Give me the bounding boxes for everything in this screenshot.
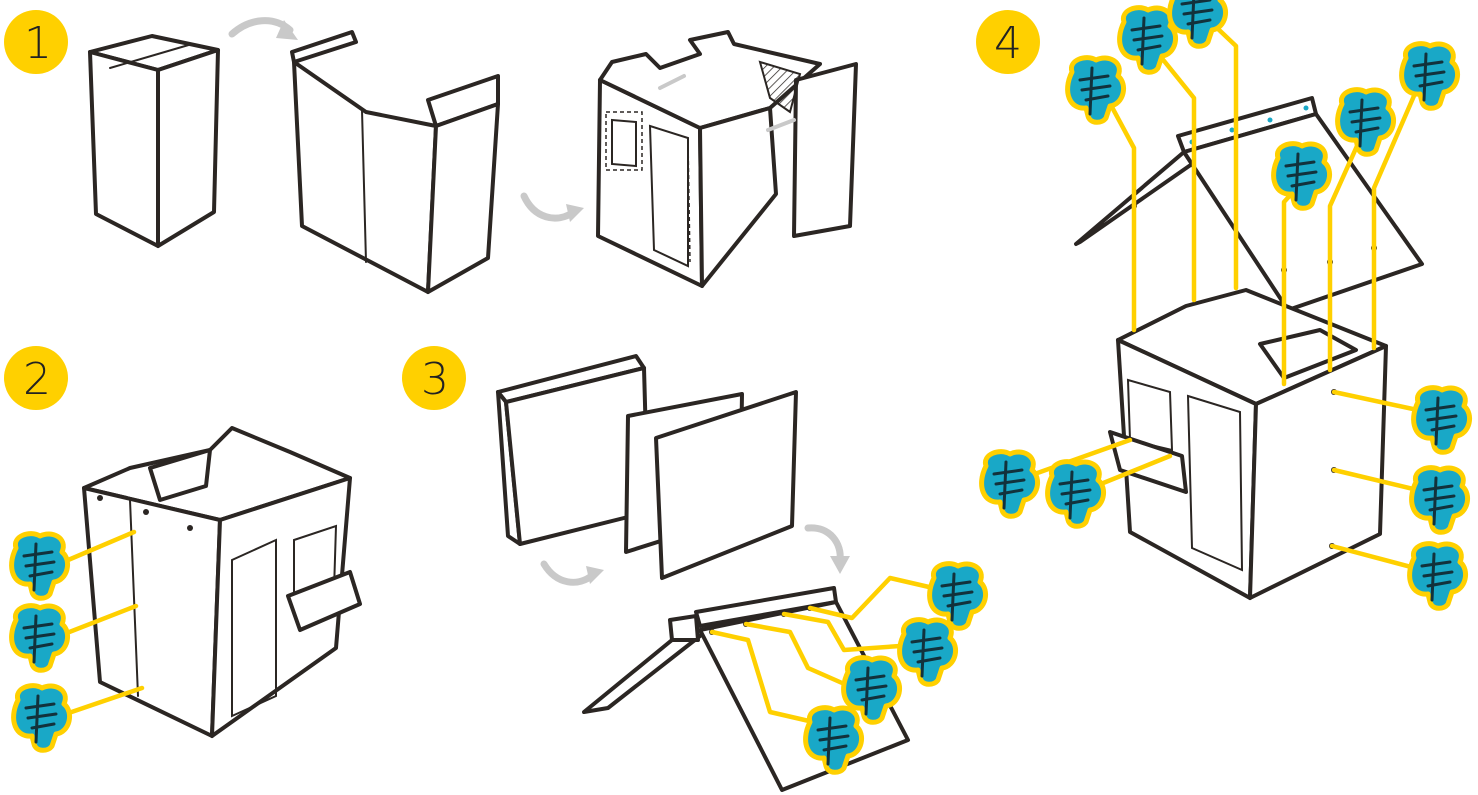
clip-wires-3 bbox=[709, 575, 945, 727]
flow-arrow-1 bbox=[228, 17, 298, 40]
unfolded-box bbox=[290, 30, 500, 294]
flow-arrow-3 bbox=[658, 74, 796, 132]
peg-clip-icon bbox=[1048, 462, 1104, 527]
flat-box bbox=[88, 34, 220, 248]
step-number-2: 2 bbox=[23, 354, 51, 405]
flow-arrow-4 bbox=[540, 560, 604, 586]
step-badge-1: 1 bbox=[4, 10, 68, 74]
step-number-3: 3 bbox=[421, 354, 449, 405]
flat-panels bbox=[496, 354, 798, 580]
peg-clip-icon bbox=[1402, 44, 1458, 109]
step-number-1: 1 bbox=[24, 18, 52, 69]
peg-clip-icon bbox=[14, 686, 70, 751]
step-1-section: 1 bbox=[4, 10, 858, 294]
peg-clip-icon bbox=[982, 452, 1038, 517]
flow-arrow-5 bbox=[804, 524, 850, 574]
peg-clip-icon bbox=[12, 606, 68, 671]
step-4-section: 4 bbox=[976, 0, 1470, 608]
flow-arrow-2 bbox=[520, 192, 584, 222]
step-badge-4: 4 bbox=[976, 10, 1040, 74]
peg-clip-icon bbox=[12, 534, 68, 599]
step-2-section: 2 bbox=[4, 346, 362, 751]
house-body bbox=[1108, 288, 1388, 600]
peg-clip-icon bbox=[1410, 544, 1466, 609]
peg-clip-icon bbox=[1412, 468, 1468, 533]
step-3-section: 3 bbox=[402, 346, 986, 792]
step-badge-3: 3 bbox=[402, 346, 466, 410]
peg-clip-icon bbox=[1414, 388, 1470, 453]
step-number-4: 4 bbox=[994, 18, 1022, 69]
peg-clip-icon bbox=[900, 620, 956, 685]
peg-clip-icon bbox=[1338, 90, 1394, 155]
box-with-clips bbox=[82, 426, 362, 738]
box-with-door bbox=[596, 30, 858, 288]
step-badge-2: 2 bbox=[4, 346, 68, 410]
